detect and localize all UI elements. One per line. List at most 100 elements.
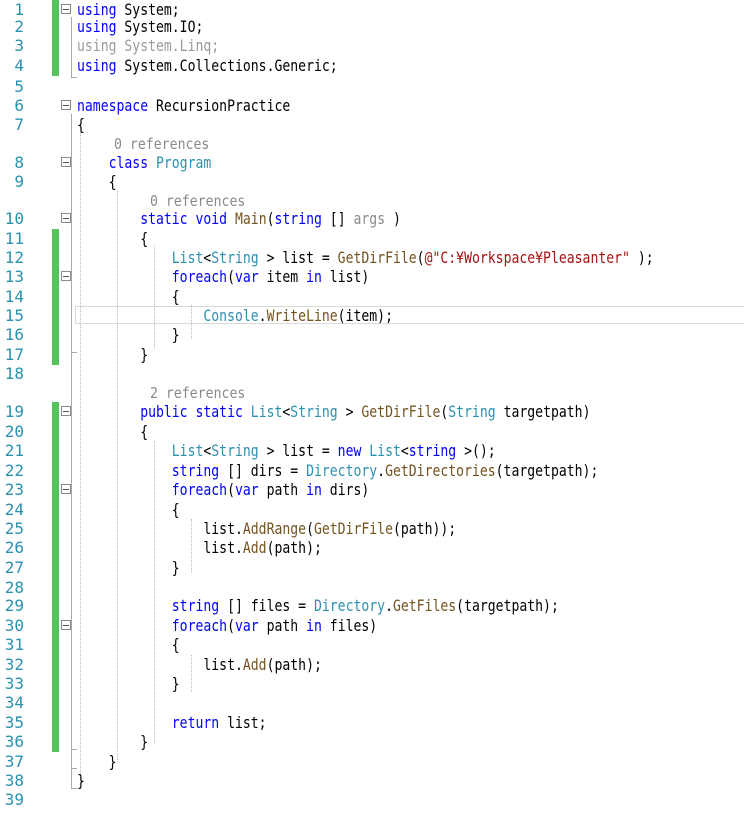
code-line[interactable]: 6 namespace RecursionPractice xyxy=(0,96,744,116)
collapse-icon[interactable] xyxy=(61,620,71,630)
collapse-icon[interactable] xyxy=(61,271,71,281)
code-line[interactable]: 10 static void Main(string [] args ) xyxy=(0,209,744,229)
line-number: 31 xyxy=(4,635,24,654)
code-line[interactable]: 15 Console.WriteLine(item); xyxy=(0,306,744,326)
code-text: namespace RecursionPractice xyxy=(77,96,291,115)
line-number: 27 xyxy=(4,558,24,577)
using-block-bracket xyxy=(71,17,77,78)
change-marker xyxy=(52,596,59,616)
code-line[interactable]: 12 List<String > list = GetDirFile(@"C:¥… xyxy=(0,248,744,268)
code-line[interactable]: 22 string [] dirs = Directory.GetDirecto… xyxy=(0,461,744,481)
collapse-icon[interactable] xyxy=(61,100,71,110)
code-line[interactable]: 30 foreach(var path in files) xyxy=(0,616,744,636)
line-number: 25 xyxy=(4,519,24,538)
code-text: public static List<String > GetDirFile(S… xyxy=(140,402,591,421)
codelens-references[interactable]: 2 references xyxy=(150,384,246,402)
indent-guide xyxy=(191,519,192,573)
code-line[interactable]: 17 } xyxy=(0,345,744,365)
collapse-icon[interactable] xyxy=(61,484,71,494)
line-number: 38 xyxy=(4,771,24,790)
line-number: 39 xyxy=(4,790,24,809)
line-number: 28 xyxy=(4,578,24,597)
line-number: 32 xyxy=(4,655,24,674)
code-line[interactable]: 8 class Program xyxy=(0,153,744,173)
codelens-references[interactable]: 0 references xyxy=(114,135,210,153)
change-marker xyxy=(52,306,59,326)
code-text: { xyxy=(77,172,117,191)
code-line[interactable]: 25 list.AddRange(GetDirFile(path)); xyxy=(0,519,744,539)
line-number: 15 xyxy=(4,306,24,325)
code-line[interactable]: 29 string [] files = Directory.GetFiles(… xyxy=(0,596,744,616)
code-text: { xyxy=(77,500,180,519)
code-line[interactable]: 21 List<String > list = new List<string … xyxy=(0,441,744,461)
codelens-references[interactable]: 0 references xyxy=(150,192,246,210)
method-block-bracket xyxy=(71,423,77,750)
change-marker xyxy=(52,635,59,655)
code-line[interactable]: 24 { xyxy=(0,500,744,520)
change-marker xyxy=(52,519,59,539)
code-line[interactable]: 32 list.Add(path); xyxy=(0,655,744,675)
change-marker xyxy=(52,732,59,752)
indent-guide xyxy=(191,305,192,339)
code-text: } xyxy=(77,558,180,577)
code-text: list.Add(path); xyxy=(77,538,322,557)
code-line[interactable]: 33 } xyxy=(0,674,744,694)
code-text: { xyxy=(77,115,85,134)
line-number: 7 xyxy=(14,115,24,134)
line-number: 18 xyxy=(4,364,24,383)
code-text: class Program xyxy=(108,153,212,172)
code-text: { xyxy=(77,635,180,654)
code-line[interactable]: 9 { xyxy=(0,172,744,192)
code-text: { xyxy=(77,422,149,441)
code-line[interactable]: 14 { xyxy=(0,287,744,307)
collapse-icon[interactable] xyxy=(61,157,71,167)
collapse-icon[interactable] xyxy=(61,4,71,14)
code-line[interactable]: 38} xyxy=(0,771,744,791)
line-number: 17 xyxy=(4,345,24,364)
line-number: 23 xyxy=(4,480,24,499)
line-number: 10 xyxy=(4,209,24,228)
line-number: 6 xyxy=(14,96,24,115)
code-line[interactable]: 13 foreach(var item in list) xyxy=(0,267,744,287)
change-marker xyxy=(52,56,59,76)
code-line[interactable]: 34 xyxy=(0,693,744,713)
change-marker xyxy=(52,36,59,56)
code-line[interactable]: 7{ xyxy=(0,115,744,135)
collapse-icon[interactable] xyxy=(61,213,71,223)
code-line[interactable]: 18 xyxy=(0,364,744,384)
code-text: List<String > list = GetDirFile(@"C:¥Wor… xyxy=(171,248,654,267)
line-number: 29 xyxy=(4,596,24,615)
code-line[interactable]: 26 list.Add(path); xyxy=(0,538,744,558)
code-line[interactable]: 11 { xyxy=(0,229,744,249)
code-line[interactable]: 5 xyxy=(0,77,744,97)
code-line[interactable]: 37 } xyxy=(0,752,744,772)
collapse-icon[interactable] xyxy=(61,406,71,416)
code-line[interactable]: 19 public static List<String > GetDirFil… xyxy=(0,402,744,422)
code-line[interactable]: 31 { xyxy=(0,635,744,655)
change-marker xyxy=(52,713,59,733)
line-number: 2 xyxy=(14,17,24,36)
code-line[interactable]: 36 } xyxy=(0,732,744,752)
code-line[interactable]: 27 } xyxy=(0,558,744,578)
code-text: foreach(var path in files) xyxy=(171,616,378,635)
code-line[interactable]: 39 xyxy=(0,790,744,810)
code-line[interactable]: 20 { xyxy=(0,422,744,442)
code-text: using System.Collections.Generic; xyxy=(77,56,338,75)
code-text: foreach(var item in list) xyxy=(171,267,370,286)
code-line[interactable]: 23 foreach(var path in dirs) xyxy=(0,480,744,500)
current-line-highlight xyxy=(75,306,744,324)
change-marker xyxy=(52,267,59,287)
line-number: 36 xyxy=(4,732,24,751)
line-number: 3 xyxy=(14,36,24,55)
code-text: list.AddRange(GetDirFile(path)); xyxy=(77,519,457,538)
code-line[interactable]: 28 xyxy=(0,578,744,598)
code-line[interactable]: 35 return list; xyxy=(0,713,744,733)
change-marker xyxy=(52,674,59,694)
code-line[interactable]: 16 } xyxy=(0,325,744,345)
line-number: 20 xyxy=(4,422,24,441)
